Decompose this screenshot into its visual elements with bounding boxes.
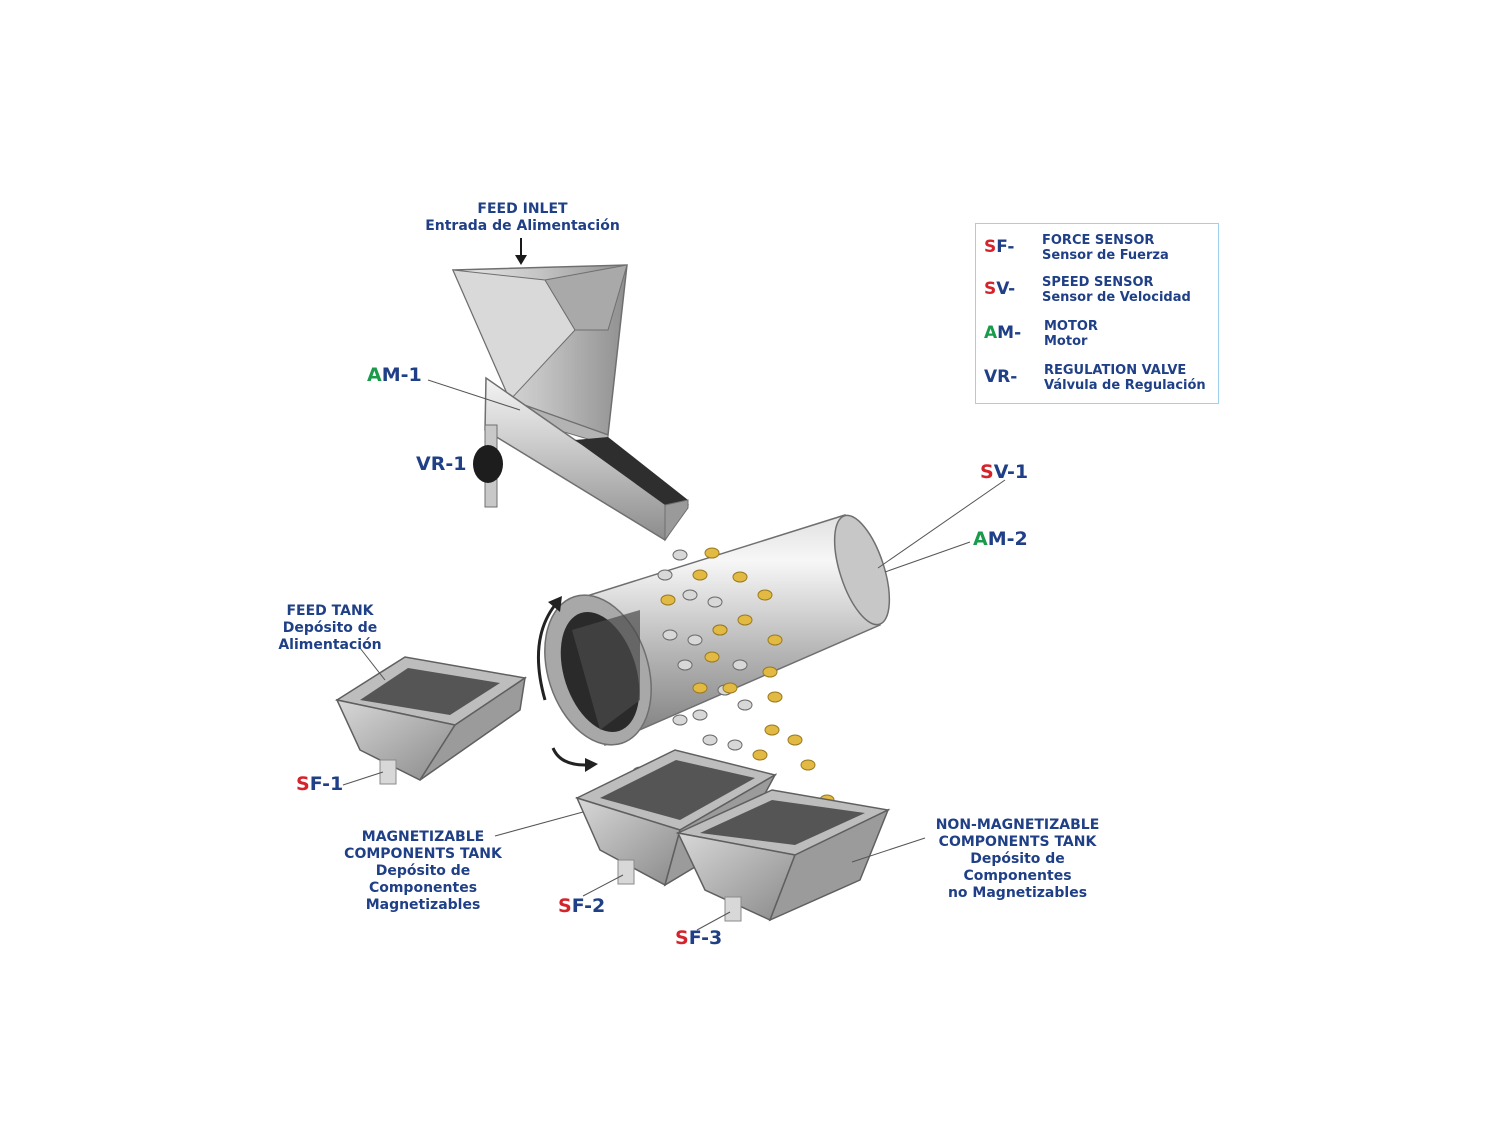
steel-nut	[702, 734, 718, 746]
steel-nut	[727, 739, 743, 751]
brass-piece	[800, 759, 816, 771]
feed-inlet-label: FEED INLET Entrada de Alimentación	[425, 201, 620, 234]
steel-nut	[737, 699, 753, 711]
steel-nut	[677, 659, 693, 671]
brass-piece	[704, 547, 720, 559]
non-magnetizable-tank-label: NON-MAGNETIZABLE COMPONENTS TANK Depósit…	[935, 817, 1100, 901]
tag-sf-3: SF-3	[675, 927, 723, 949]
brass-piece	[787, 734, 803, 746]
feed-hopper	[451, 264, 628, 446]
brass-piece	[722, 682, 738, 694]
steel-nut	[707, 596, 723, 608]
tag-am-2: AM-2	[973, 528, 1028, 550]
steel-nut	[692, 709, 708, 721]
brass-piece	[767, 691, 783, 703]
tag-sf-2: SF-2	[558, 895, 606, 917]
feed-tank	[335, 656, 527, 785]
tag-sf-1: SF-1	[296, 773, 344, 795]
brass-piece	[692, 569, 708, 581]
steel-nut	[682, 589, 698, 601]
magnetic-drum	[544, 514, 891, 747]
regulation-valve	[473, 424, 503, 508]
brass-piece	[732, 571, 748, 583]
tag-am-1: AM-1	[367, 364, 422, 386]
feed-tank-label: FEED TANK Depósito de Alimentación	[278, 603, 382, 653]
magnetizable-tank-label: MAGNETIZABLE COMPONENTS TANK Depósito de…	[344, 829, 502, 913]
rotation-arrows	[536, 596, 598, 772]
tag-sv-1: SV-1	[980, 461, 1029, 483]
brass-piece	[762, 666, 778, 678]
brass-piece	[704, 651, 720, 663]
brass-piece	[757, 589, 773, 601]
steel-nut	[732, 659, 748, 671]
leader-lines	[342, 379, 1006, 931]
steel-nut	[672, 549, 688, 561]
steel-nut	[657, 569, 673, 581]
force-sensor-3-icon	[724, 896, 742, 922]
steel-nut	[662, 629, 678, 641]
force-sensor-2-icon	[617, 859, 635, 885]
steel-nut	[687, 634, 703, 646]
brass-piece	[712, 624, 728, 636]
force-sensor-1-icon	[379, 759, 397, 785]
brass-piece	[692, 682, 708, 694]
brass-piece	[764, 724, 780, 736]
steel-nut	[672, 714, 688, 726]
brass-piece	[660, 594, 676, 606]
brass-piece	[767, 634, 783, 646]
non-magnetizable-tank	[675, 789, 891, 922]
feed-inlet-arrow-icon	[515, 238, 527, 265]
brass-piece	[752, 749, 768, 761]
feed-chute	[484, 376, 690, 542]
brass-piece	[737, 614, 753, 626]
tag-vr-1: VR-1	[416, 453, 467, 475]
